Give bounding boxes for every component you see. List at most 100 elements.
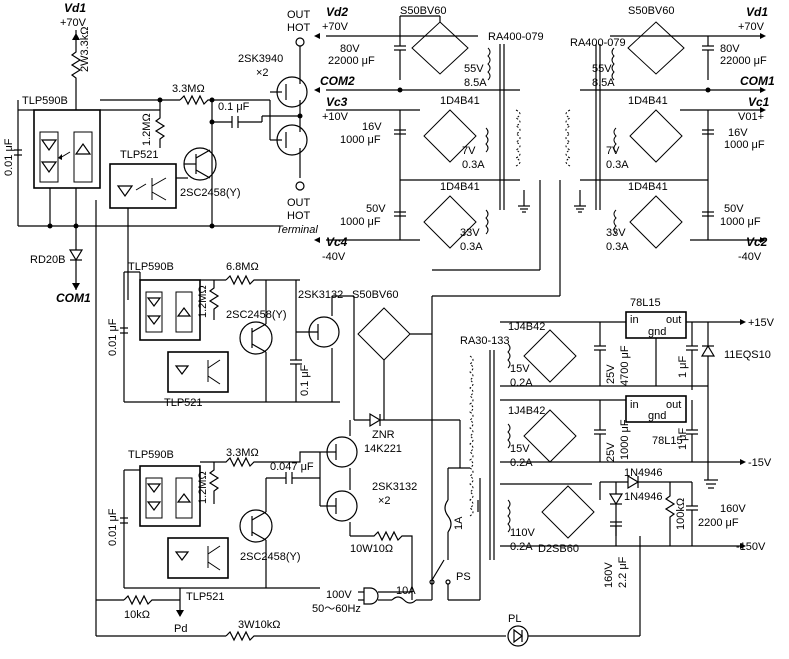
winding-110v-aux: 110V	[510, 527, 536, 539]
transformer-ra400-right-label: RA400-079	[570, 37, 626, 49]
winding-15v-aux-1: 15V	[510, 363, 530, 375]
rail-vd1-right-voltage: +70V	[738, 21, 765, 33]
rail-vd2-voltage: +70V	[322, 21, 349, 33]
znr-label: ZNR	[372, 429, 395, 441]
bridge-1d4b41-right-1-label: 1D4B41	[628, 95, 668, 107]
cap-001uf-mid-label: 0.01 μF	[107, 318, 119, 356]
rail-vd1-right: Vd1	[746, 5, 768, 19]
pilot-lamp-label: PL	[508, 613, 521, 625]
transistor-2sc2458-hot-label: 2SC2458(Y)	[180, 187, 241, 199]
psu-left: Vd2 +70V S50BV60 80V 22000 μF 55V 8.5A R…	[314, 5, 544, 263]
opto-tlp590b-label: TLP590B	[22, 95, 68, 107]
bottom-switch-block: ZNR 14K221 TLP590B 3.3MΩ 0.047 μF 0.01 μ…	[95, 200, 500, 642]
mosfet-2sk3132-mid-label: 2SK3132	[298, 289, 343, 301]
cap-50v-left-label: 50V	[366, 203, 386, 215]
rail-com1-right: COM1	[740, 74, 775, 88]
opto-tlp521-bottom-label: TLP521	[186, 591, 225, 603]
winding-15v-aux-2: 15V	[510, 443, 530, 455]
zener-rd20b-label: RD20B	[30, 254, 65, 266]
regulator-78l15-1	[625, 311, 687, 339]
bridge-s50bv60-mid	[357, 307, 411, 361]
psu-right: S50BV60 Vd1 +70V RA400-079 80V 22000 μF …	[570, 5, 775, 263]
opto-tlp590b-bottom	[139, 465, 201, 527]
bridge-1d4b41-right-2	[629, 195, 683, 249]
winding-03a-left: 0.3A	[462, 159, 485, 171]
aux-psu: RA30-133 1J4B42 15V 0.2A +15V 25V 4700 μ…	[460, 297, 775, 588]
cap-1000uf-left-2-label: 1000 μF	[340, 216, 381, 228]
reg1-out: out	[666, 314, 681, 326]
cap-25v-aux-2: 25V	[605, 442, 617, 462]
winding-55v-left: 55V	[464, 63, 484, 75]
mains-voltage-label: 100V	[326, 589, 352, 601]
cap-50v-right-label: 50V	[724, 203, 744, 215]
reg2-in: in	[630, 399, 639, 411]
rail-vc4: Vc4	[326, 235, 348, 249]
bridge-1j4b42-2-label: 1J4B42	[508, 405, 545, 417]
transistor-2sc2458-mid-label: 2SC2458(Y)	[226, 309, 287, 321]
reg2-gnd: gnd	[648, 410, 666, 422]
winding-03a-right: 0.3A	[606, 159, 629, 171]
rail-com1-bottom: COM1	[56, 291, 91, 305]
out-hot-top-label: OUT	[287, 9, 311, 21]
cap-001uf-bottom-label: 0.01 μF	[107, 508, 119, 546]
resistor-6m8-label: 6.8MΩ	[226, 261, 259, 273]
bridge-1j4b42-1-label: 1J4B42	[508, 321, 545, 333]
bridge-1j4b42-1	[523, 329, 577, 383]
winding-03a-left-2: 0.3A	[460, 241, 483, 253]
bridge-s50bv60-left	[411, 21, 469, 75]
rail-vd2: Vd2	[326, 5, 348, 19]
cap-160v-small: 160V	[603, 562, 615, 588]
rail-vc3-voltage: +10V	[322, 111, 349, 123]
opto-tlp590b-mid	[139, 279, 201, 341]
opto-tlp521-mid	[167, 351, 229, 393]
resistor-3w10k-label: 3W10kΩ	[238, 619, 280, 631]
mains-plug-icon	[363, 587, 379, 605]
bridge-s50bv60-right-label: S50BV60	[628, 5, 674, 17]
rail-vc2-voltage: -40V	[738, 251, 762, 263]
cap-16v-left-label: 16V	[362, 121, 382, 133]
cap-0047uf-label: 0.047 μF	[270, 461, 314, 473]
mosfet-2sk3132-bottom-label: 2SK3132	[372, 481, 417, 493]
opto-tlp521-mid-label: TLP521	[164, 397, 203, 409]
transformer-ra30-label: RA30-133	[460, 335, 510, 347]
regulator-78l15-1-label: 78L15	[630, 297, 661, 309]
aux-out-minus150: -150V	[736, 541, 766, 553]
bridge-1d4b41-left-1	[423, 109, 477, 163]
reg1-gnd: gnd	[648, 326, 666, 338]
resistor-10k-label: 10kΩ	[124, 609, 150, 621]
reg2-out: out	[666, 399, 681, 411]
resistor-3m3-label: 3.3MΩ	[172, 83, 205, 95]
aux-out-minus15: -15V	[748, 457, 772, 469]
winding-33v-left: 33V	[460, 227, 480, 239]
cap-4700uf-aux: 4700 μF	[619, 345, 631, 386]
fuse-10a-icon	[391, 596, 417, 604]
opto-tlp590b-bottom-label: TLP590B	[128, 449, 174, 461]
bridge-s50bv60-right	[627, 21, 685, 75]
bridge-1j4b42-2	[523, 409, 577, 463]
cap-2200uf-aux: 2200 μF	[698, 517, 739, 529]
pd-label: Pd	[174, 623, 187, 635]
winding-85a-right: 8.5A	[592, 77, 615, 89]
cap-22000uf-right-label: 22000 μF	[720, 55, 767, 67]
regulator-78l15-2	[625, 395, 687, 423]
cap-1000uf-aux: 1000 μF	[619, 419, 631, 460]
power-switch-label: PS	[456, 571, 471, 583]
mid-switch-block: TLP590B 6.8MΩ 0.01 μF 1.2MΩ 2SC2458(Y) T…	[107, 261, 433, 600]
znr-part-label: 14K221	[364, 443, 402, 455]
cap-1uf-aux-1: 1 μF	[677, 355, 689, 378]
terminal-label: Terminal	[276, 224, 318, 236]
hot-top-label: HOT	[287, 22, 311, 34]
cap-80v-left-label: 80V	[340, 43, 360, 55]
winding-33v-right: 33V	[606, 227, 626, 239]
rail-vd1-voltage: +70V	[60, 17, 87, 29]
hot-side-circuit: Vd1 +70V 2W3.3kΩ TLP590B 0.01 μF RD20B	[3, 1, 318, 305]
diode-11eqs10-label: 11EQS10	[724, 349, 771, 361]
diode-1n4946-a-label: 1N4946	[624, 467, 663, 479]
mains-input: 100V 50〜60Hz 10A PS 1A PL	[312, 420, 641, 647]
transformer-core-center	[432, 109, 586, 297]
rail-vc1: Vc1	[748, 95, 770, 109]
cap-1000uf-right-2-label: 1000 μF	[720, 216, 761, 228]
cap-16v-right-label: 16V	[728, 127, 748, 139]
cap-001uf-hot-label: 0.01 μF	[3, 138, 15, 176]
